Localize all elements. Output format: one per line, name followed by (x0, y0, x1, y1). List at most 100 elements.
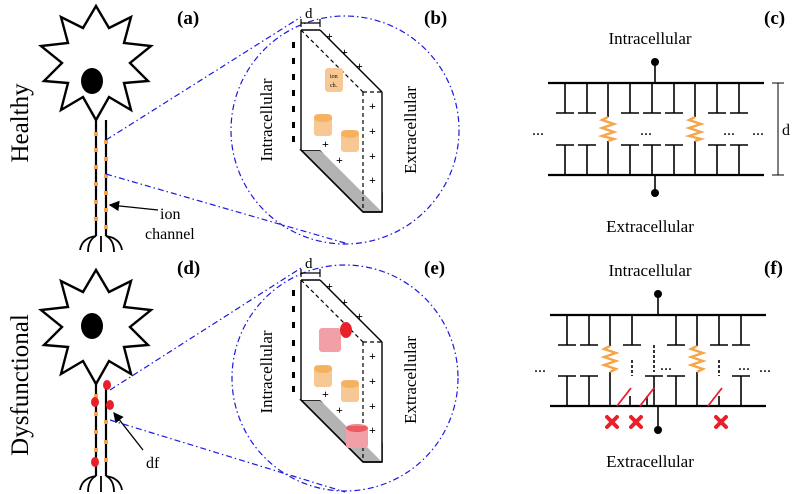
ion-channel-label-2: channel (145, 226, 195, 243)
capacitors-top-c (556, 83, 748, 114)
terminal-top-c (651, 58, 659, 66)
svg-text:ch.: ch. (330, 83, 338, 89)
failed-channel-x-2 (629, 415, 643, 429)
terminal-top-f (654, 290, 662, 298)
svg-text:+: + (356, 309, 363, 323)
ellipsis-f-mid2: ... (738, 357, 750, 374)
intracellular-label-f: Intracellular (608, 261, 691, 280)
failed-channel-x-3 (714, 415, 728, 429)
svg-text:+: + (322, 387, 329, 401)
panel-label-a: (a) (177, 8, 199, 29)
svg-text:+: + (369, 374, 376, 388)
ellipsis-c-mid2: ... (723, 122, 735, 139)
svg-text:+: + (369, 149, 376, 163)
svg-text:+: + (326, 29, 333, 43)
zoom-line-top-e (109, 267, 302, 391)
ion-channel-b-3 (341, 130, 359, 152)
ellipsis-c-left: ... (532, 122, 544, 139)
ion-channels-d (94, 394, 108, 462)
negative-charges-b (292, 42, 295, 142)
resistor-f-2 (687, 315, 707, 406)
zoom-line-bottom-e (109, 419, 346, 493)
intracellular-label-c: Intracellular (608, 29, 691, 48)
neuron-nucleus-d (81, 313, 103, 339)
neuron-nucleus (81, 68, 103, 94)
svg-text:+: + (322, 137, 329, 151)
panel-label-c: (c) (764, 8, 785, 29)
thickness-d-b: d (305, 6, 313, 22)
row-label-dysfunctional: Dysfunctional (7, 314, 34, 456)
dysfunctional-channel-e-4 (346, 424, 368, 448)
dysfunctional-channel-e-1 (319, 322, 352, 352)
healthy-neuron: ion channel (38, 3, 195, 253)
svg-text:+: + (369, 99, 376, 113)
panel-label-d: (d) (177, 258, 200, 279)
panel-label-b: (b) (424, 8, 447, 29)
svg-text:+: + (336, 403, 343, 417)
ion-channel-pointer (108, 200, 159, 212)
ion-channel-e-3 (341, 380, 359, 402)
extracellular-label-c: Extracellular (606, 217, 694, 236)
df-pointer (113, 411, 144, 451)
svg-text:+: + (369, 423, 376, 437)
zoom-line-top-b (105, 16, 302, 141)
circuit-c: Intracellular Extracellular d (532, 29, 790, 236)
svg-text:+: + (336, 153, 343, 167)
membrane-zoom-b: d + + + + + + + + + ion ch. (230, 6, 460, 245)
thickness-d-e: d (305, 256, 313, 272)
ellipsis-c-right: ... (752, 122, 764, 139)
resistor-c-1 (597, 83, 619, 175)
circuit-f: Intracellular Extracellular (534, 261, 771, 471)
ion-channel-e-2 (314, 365, 332, 387)
extracellular-label-e: Extracellular (401, 336, 420, 424)
svg-text:+: + (369, 124, 376, 138)
ion-channel-b-1: ion ch. (325, 68, 343, 92)
axon-terminals-a (79, 235, 123, 253)
ellipsis-c-mid1: ... (640, 122, 652, 139)
svg-text:+: + (356, 59, 363, 73)
capacitors-bottom-c (556, 144, 748, 175)
thickness-d-c: d (782, 122, 790, 139)
dysfunctional-channels-d (91, 380, 114, 467)
ellipsis-f-mid1: ... (660, 357, 672, 374)
dysfunctional-neuron: df (38, 267, 160, 493)
panel-label-f: (f) (764, 258, 783, 279)
terminal-bottom-f (654, 426, 662, 434)
axon-terminals-d (79, 475, 123, 493)
intracellular-label-b: Intracellular (257, 78, 276, 161)
intracellular-label-e: Intracellular (257, 330, 276, 413)
df-label: df (146, 455, 160, 472)
row-label-healthy: Healthy (7, 83, 34, 163)
panel-label-e: (e) (424, 258, 445, 279)
ion-channel-label-1: ion (160, 206, 180, 223)
failed-channel-x-1 (605, 415, 619, 429)
resistor-c-2 (684, 83, 706, 175)
zoom-circle-b (230, 15, 460, 245)
neuron-soma (38, 3, 154, 123)
open-switch-f-2 (639, 345, 655, 407)
ion-channels-a (94, 132, 108, 229)
svg-text:+: + (341, 295, 348, 309)
ion-channel-b-2 (314, 114, 332, 136)
positive-charges-e: + + + + + + + + + (322, 279, 376, 437)
svg-text:+: + (326, 279, 333, 293)
svg-text:+: + (369, 349, 376, 363)
positive-charges-b: + + + + + + + + + (322, 29, 376, 187)
ellipsis-f-right: ... (759, 359, 771, 376)
svg-text:+: + (369, 399, 376, 413)
svg-text:+: + (341, 45, 348, 59)
resistor-f-1 (600, 315, 620, 406)
extracellular-label-f: Extracellular (606, 452, 694, 471)
extracellular-label-b: Extracellular (401, 86, 420, 174)
terminal-bottom-c (651, 189, 659, 197)
svg-text:+: + (369, 173, 376, 187)
capacitors-bottom-f (558, 375, 750, 406)
open-switch-f-3 (707, 360, 723, 407)
open-switch-f-1 (616, 360, 633, 407)
capacitors-top-f (558, 315, 750, 346)
ellipsis-f-left: ... (534, 359, 546, 376)
svg-text:ion: ion (330, 74, 338, 80)
membrane-zoom-e: d + + + + + + + + + (231, 256, 459, 492)
zoom-circle-e (231, 264, 459, 492)
